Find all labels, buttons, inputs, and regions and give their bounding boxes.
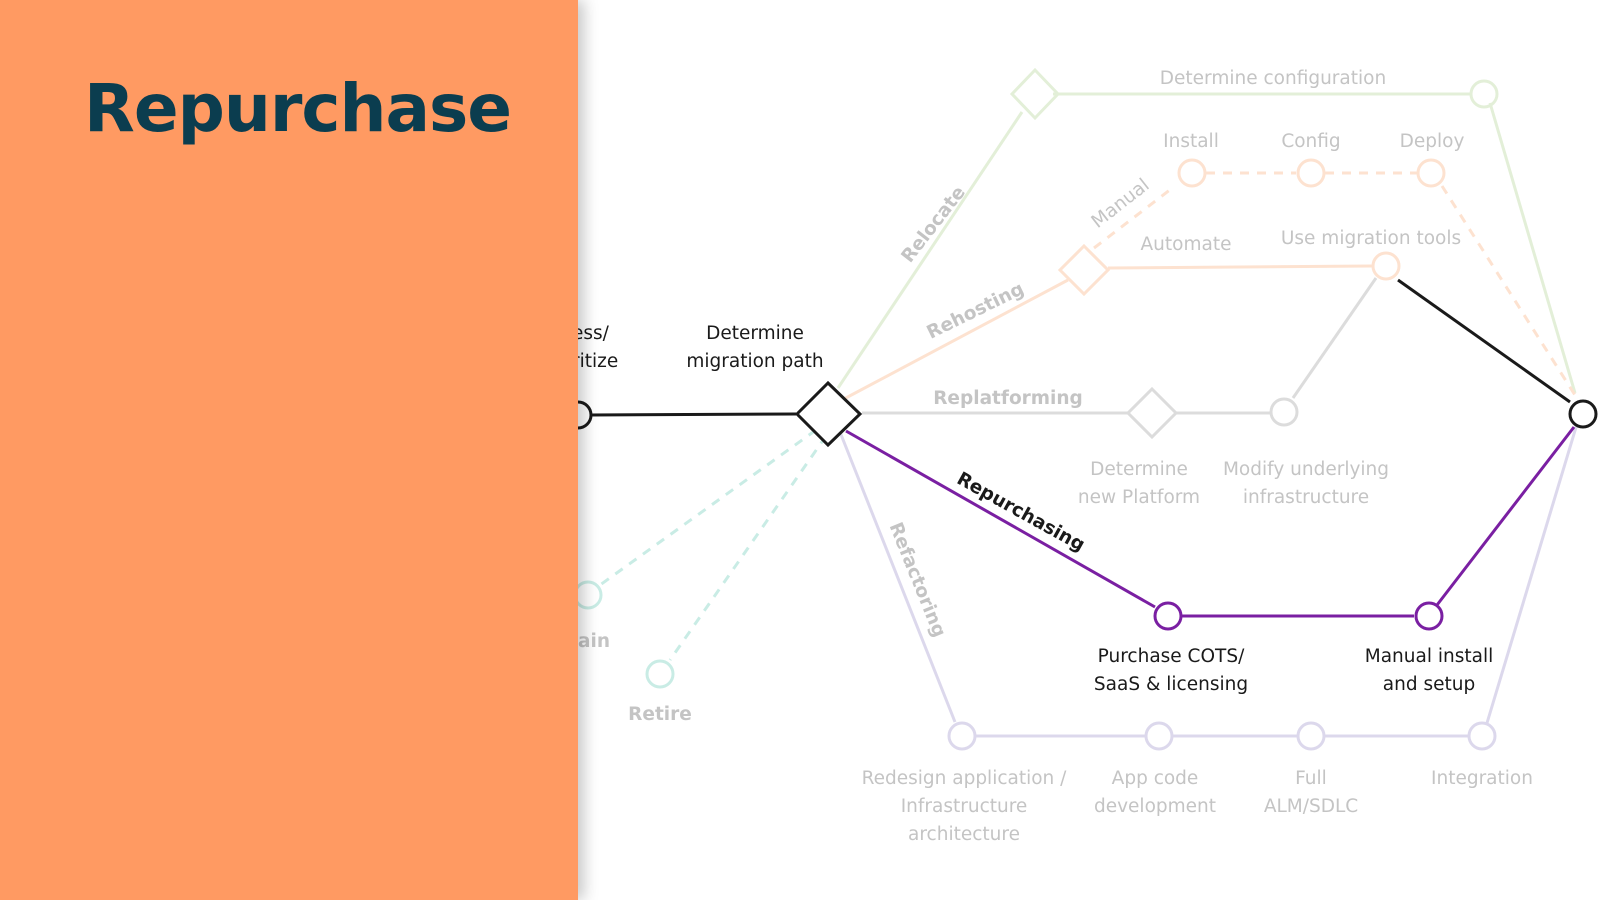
repurchase-install-node <box>1414 601 1444 631</box>
refactor-branch <box>838 423 1579 751</box>
rehost-edge-1 <box>841 278 1069 402</box>
refactor-edge-5 <box>1485 423 1579 724</box>
repurchase-edge-3 <box>1435 426 1576 606</box>
refactoring-branch-label: Refactoring <box>885 520 950 641</box>
retain-edge <box>599 428 817 587</box>
refactor-integration-node <box>1467 721 1497 751</box>
replatform-edge-3 <box>1291 277 1378 399</box>
rehost-deploy-end-edge <box>1440 185 1577 396</box>
relocate-branch <box>836 67 1577 394</box>
decision-diamond <box>794 380 863 448</box>
rehost-config-node <box>1296 158 1326 188</box>
start-label-line1: ess/ <box>572 323 610 344</box>
refactor-step1-line2: Infrastructure <box>901 796 1028 817</box>
retain-node <box>573 580 603 610</box>
relocate-step-label: Determine configuration <box>1160 68 1386 89</box>
retire-node <box>645 659 675 689</box>
decision-label-line2: migration path <box>686 351 823 372</box>
relocate-diamond <box>1009 67 1061 121</box>
replatform-modify-node <box>1269 397 1299 427</box>
manual-label: Manual <box>1088 175 1154 233</box>
refactor-step3-line1: Full <box>1295 768 1327 789</box>
config-label: Config <box>1281 131 1340 152</box>
retire-edge <box>668 435 828 661</box>
automate-label: Automate <box>1141 234 1232 255</box>
retain-label: ain <box>578 631 610 652</box>
rehost-diamond <box>1057 243 1111 297</box>
refactor-step4-label: Integration <box>1431 768 1533 789</box>
repurchase-purchase-node <box>1153 601 1183 631</box>
rehost-manual-edge <box>1093 184 1176 250</box>
refactor-redesign-node <box>947 721 977 751</box>
refactor-alm-node <box>1296 721 1326 751</box>
decision-label-line1: Determine <box>706 323 804 344</box>
relocate-end-node <box>1469 79 1499 109</box>
refactor-step1-line1: Redesign application / <box>862 768 1068 789</box>
refactor-step1-line3: architecture <box>908 824 1020 845</box>
replatform-step1-line2: new Platform <box>1078 487 1200 508</box>
refactor-step2-line2: development <box>1094 796 1216 817</box>
repurchase-path <box>845 426 1576 631</box>
install-label: Install <box>1163 131 1219 152</box>
rehost-install-node <box>1177 158 1207 188</box>
deploy-label: Deploy <box>1400 131 1465 152</box>
rehost-automate-edge <box>1107 264 1373 270</box>
refactor-step3-line2: ALM/SDLC <box>1264 796 1358 817</box>
relocate-edge-3 <box>1488 102 1577 394</box>
replatform-branch <box>862 277 1378 440</box>
start-label-line2: ritize <box>572 351 618 372</box>
migration-tools-label: Use migration tools <box>1281 228 1461 249</box>
main-edge-start <box>589 412 797 417</box>
relocate-branch-label: Relocate <box>897 182 969 266</box>
replatform-step2-line2: infrastructure <box>1243 487 1369 508</box>
refactor-step2-line1: App code <box>1112 768 1199 789</box>
diagram-labels: Determine configuration Relocate Install… <box>572 68 1533 845</box>
relocate-edge-1 <box>836 111 1024 389</box>
repurchase-step1-line1: Purchase COTS/ <box>1098 646 1245 667</box>
retain-retire-branch <box>573 428 828 689</box>
repurchase-step1-line2: SaaS & licensing <box>1094 674 1248 695</box>
replatform-step1-line1: Determine <box>1090 459 1188 480</box>
rehost-deploy-node <box>1416 158 1446 188</box>
refactor-edge-1 <box>838 431 957 723</box>
title-panel: Repurchase <box>0 0 578 900</box>
repurchasing-branch-label: Repurchasing <box>953 468 1088 556</box>
rehost-tools-node <box>1371 251 1401 281</box>
replatform-diamond <box>1125 386 1179 440</box>
repurchase-step2-line1: Manual install <box>1365 646 1493 667</box>
replatform-step2-line1: Modify underlying <box>1223 459 1389 480</box>
page-title: Repurchase <box>84 70 512 147</box>
rehost-branch <box>841 158 1577 402</box>
main-edge-end <box>1397 278 1571 404</box>
repurchase-step2-line2: and setup <box>1383 674 1475 695</box>
refactor-appcode-node <box>1144 721 1174 751</box>
repurchase-edge-1 <box>845 429 1156 609</box>
replatforming-branch-label: Replatforming <box>933 388 1083 409</box>
retire-label: Retire <box>628 704 692 725</box>
end-node <box>1568 399 1598 429</box>
